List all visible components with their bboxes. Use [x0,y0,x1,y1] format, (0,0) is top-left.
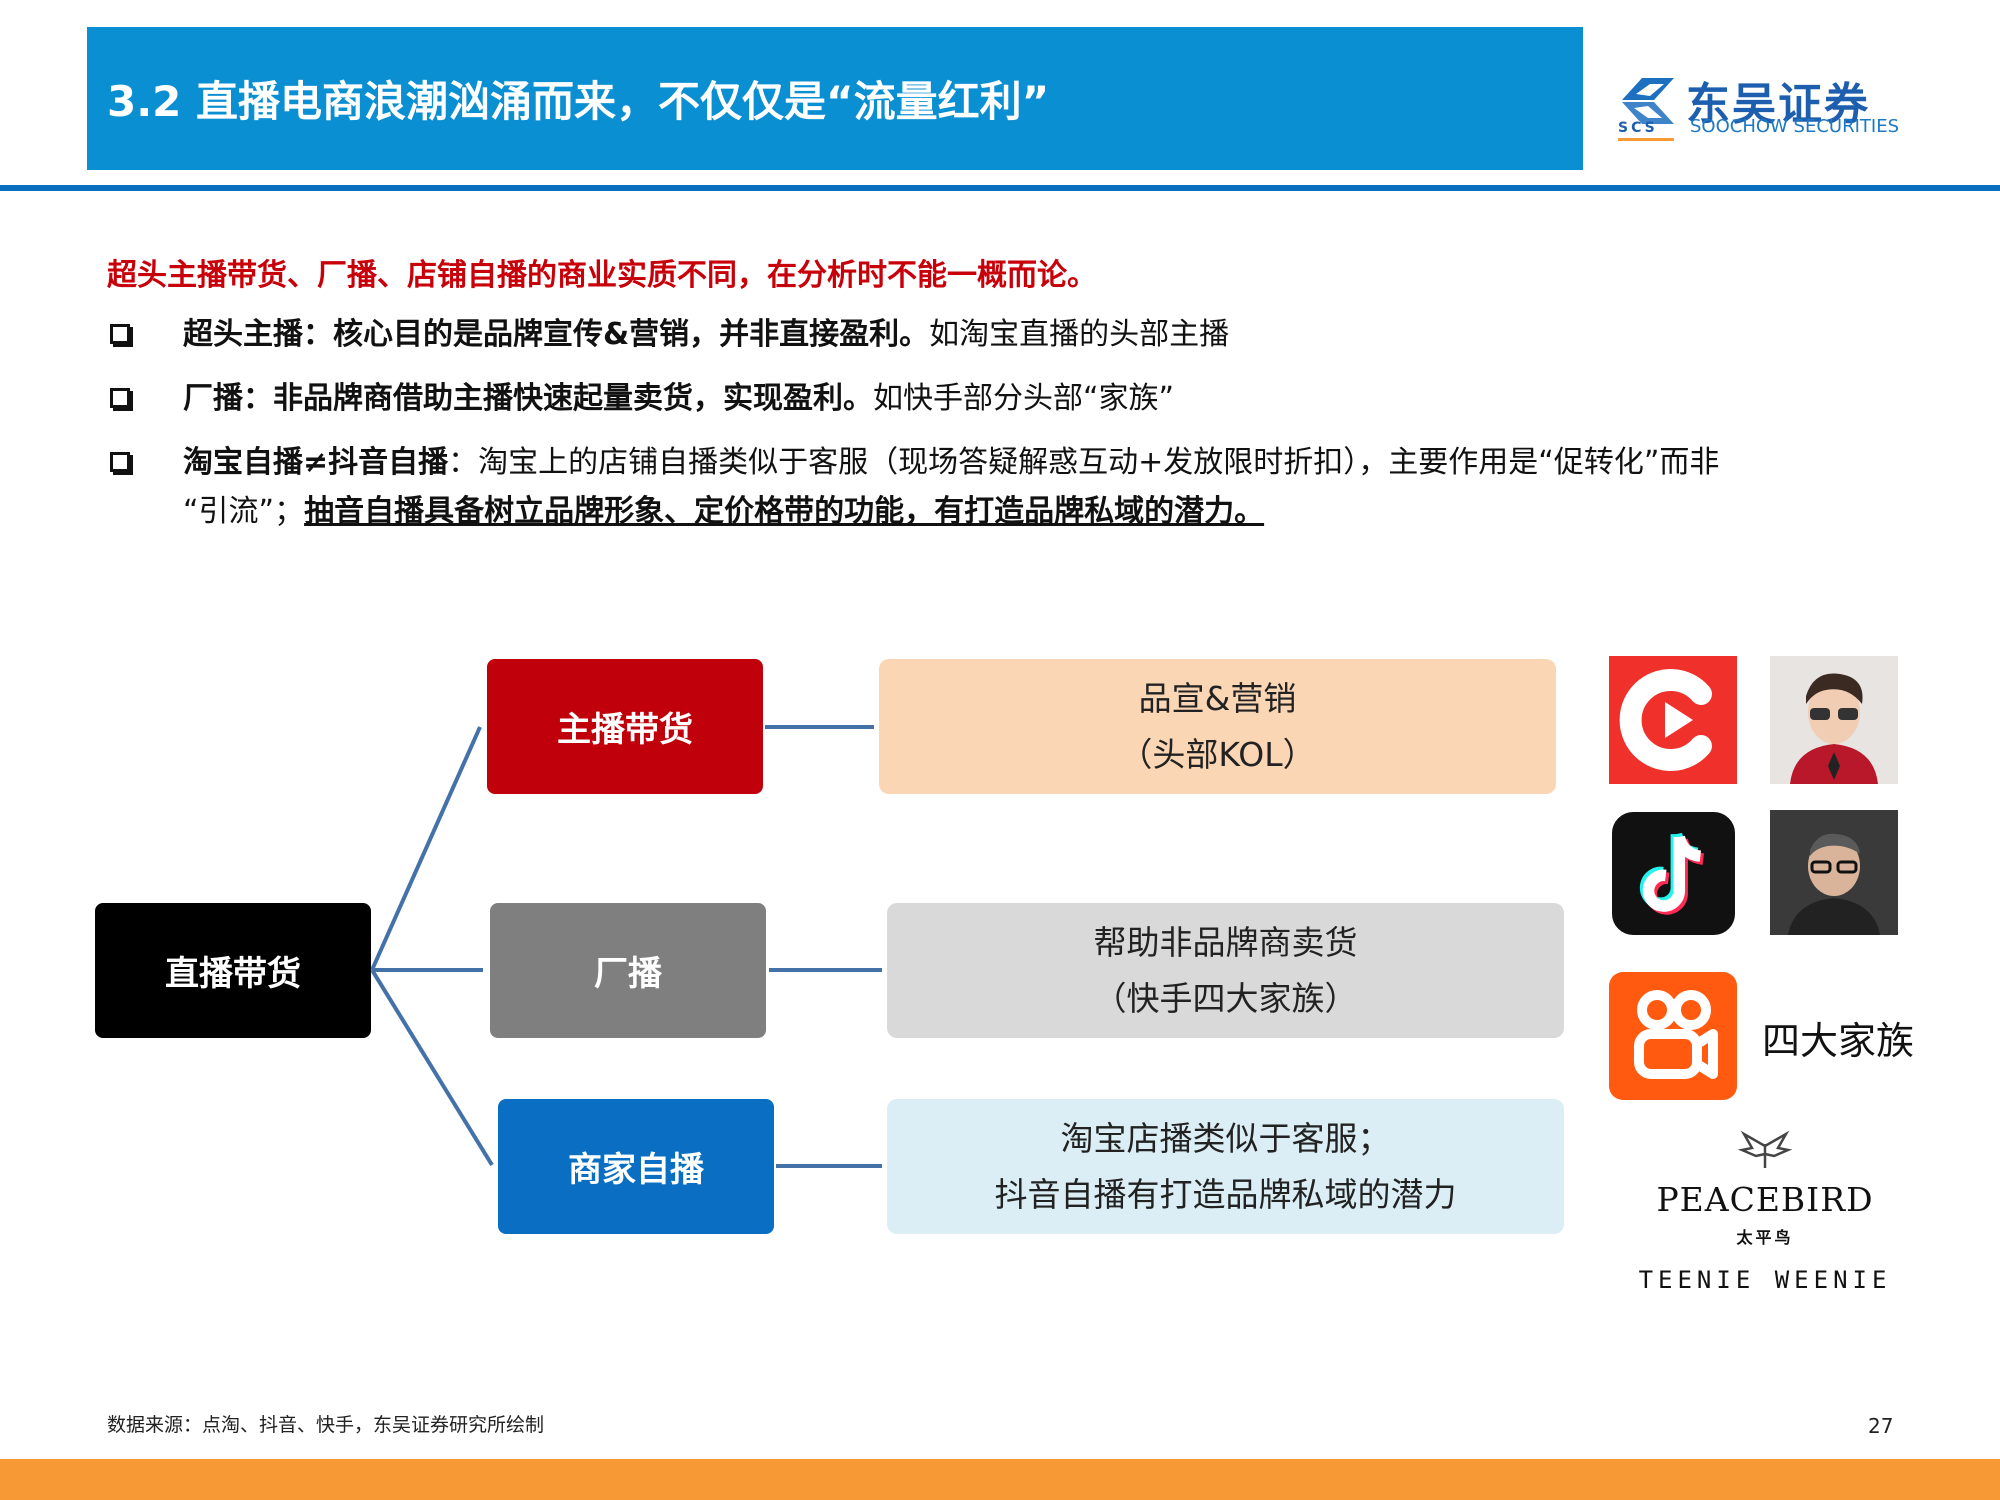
desc-streamer-line2: （头部KOL） [1119,734,1316,774]
bullet-3-line2: “引流”；抽音自播具备树立品牌形象、定价格带的功能，有打造品牌私域的潜力。 [183,489,1264,535]
logo-name-en: SOOCHOW SECURITIES [1690,116,1900,137]
root-node-label: 直播带货 [165,954,301,994]
peacebird-logo: PEACEBIRD [1656,1180,1874,1219]
bullet-1-bold: 超头主播：核心目的是品牌宣传&营销，并非直接盈利。 [183,317,930,352]
logo-abbr: SCS [1618,120,1658,136]
desc-merchant-line1: 淘宝店播类似于客服； [1060,1118,1391,1158]
desc-box-streamer: 品宣&营销 （头部KOL） [879,659,1556,794]
family-label: 四大家族 [1762,1019,1915,1063]
desc-box-factory: 帮助非品牌商卖货 （快手四大家族） [887,903,1564,1038]
header-banner: 3.2 直播电商浪潮汹涌而来，不仅仅是“流量红利” [87,27,1583,170]
page-number: 27 [1868,1414,1894,1438]
branch-node-factory: 厂播 [490,903,766,1038]
desc-factory-line1: 帮助非品牌商卖货 [1093,922,1358,962]
company-logo: SCS 东吴证券 SOOCHOW SECURITIES [1618,68,1918,141]
diantao-app-icon [1609,656,1737,784]
bullet-3-bold: 淘宝自播≠抖音自播 [183,445,449,480]
bullet-3-underlined: 抽音自播具备树立品牌形象、定价格带的功能，有打造品牌私域的潜力。 [304,494,1265,529]
header-divider [0,185,2000,191]
branch-node-factory-label: 厂播 [594,954,662,994]
data-source-note: 数据来源：点淘、抖音、快手，东吴证券研究所绘制 [107,1414,545,1436]
connector-root-to-branch3 [370,968,494,1167]
headline: 超头主播带货、厂播、店铺自播的商业实质不同，在分析时不能一概而论。 [107,258,1097,293]
connector-root-to-branch1 [370,726,482,971]
bullet-1: 超头主播：核心目的是品牌宣传&营销，并非直接盈利。如淘宝直播的头部主播 [183,312,1229,358]
kuaishou-app-icon [1609,972,1737,1100]
branch-node-merchant: 商家自播 [498,1099,774,1234]
page-title: 3.2 直播电商浪潮汹涌而来，不仅仅是“流量红利” [107,77,1050,126]
logo-name-cn: 东吴证券 [1686,79,1870,130]
bullet-2-normal: 如快手部分头部“家族” [873,381,1175,416]
bullet-checkbox-icon [110,324,130,344]
scs-logo-icon [1622,78,1674,124]
bullet-2: 厂播：非品牌商借助主播快速起量卖货，实现盈利。如快手部分头部“家族” [183,376,1174,422]
logo-underline [1618,138,1674,141]
douyin-app-icon [1612,812,1735,935]
peacebird-bird-icon [1738,1130,1792,1168]
peacebird-cn: 太平鸟 [1736,1228,1794,1247]
streamer-photo [1770,810,1898,935]
branch-node-streamer-label: 主播带货 [557,710,693,750]
teenie-weenie-logo: TEENIE WEENIE [1638,1266,1892,1294]
bullet-3-line2-normal: “引流”； [183,494,305,529]
bullet-2-bold: 厂播：非品牌商借助主播快速起量卖货，实现盈利。 [183,381,873,416]
bullet-3-normal: ：淘宝上的店铺自播类似于客服（现场答疑解惑互动+发放限时折扣），主要作用是“促转… [448,445,1720,480]
footer-bar [0,1459,2000,1500]
desc-factory-line2: （快手四大家族） [1093,978,1358,1018]
bullet-3: 淘宝自播≠抖音自播：淘宝上的店铺自播类似于客服（现场答疑解惑互动+发放限时折扣）… [183,440,1719,486]
desc-streamer-line1: 品宣&营销 [1138,678,1297,718]
branch-node-streamer: 主播带货 [487,659,763,794]
bullet-1-normal: 如淘宝直播的头部主播 [929,317,1230,352]
desc-box-merchant: 淘宝店播类似于客服； 抖音自播有打造品牌私域的潜力 [887,1099,1564,1234]
bullet-checkbox-icon [110,388,130,408]
desc-merchant-line2: 抖音自播有打造品牌私域的潜力 [994,1174,1457,1214]
bullet-checkbox-icon [110,452,130,472]
streamer-photo [1770,656,1898,784]
branch-node-merchant-label: 商家自播 [568,1150,704,1190]
root-node: 直播带货 [95,903,371,1038]
